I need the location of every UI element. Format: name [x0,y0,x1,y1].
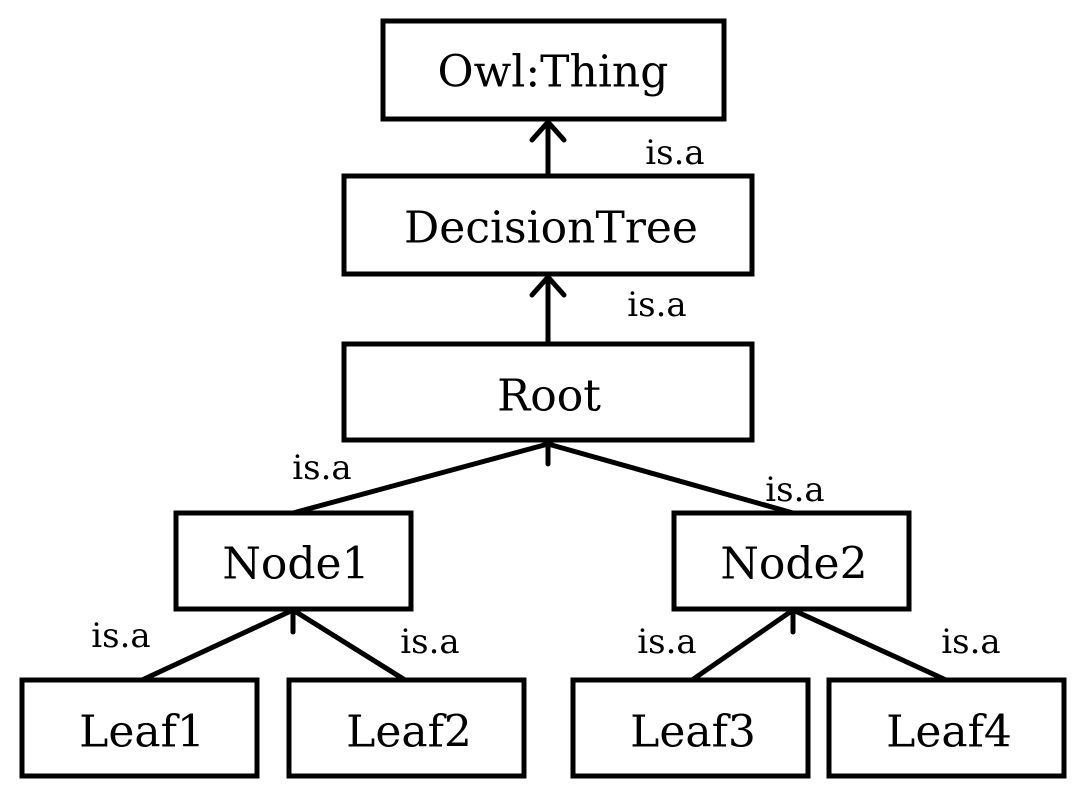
edge-labels: is.a is.a is.a is.a is.a is.a is.a is.a [91,133,1000,662]
edge-label-leaf3-node2: is.a [637,622,696,662]
edge-node1-root [290,441,551,516]
node-box [826,677,1067,779]
edge-node2-root [545,441,796,516]
edge-label-leaf4-node2: is.a [941,622,1000,662]
edge-label-leaf1-node1: is.a [91,616,150,656]
edge-label-node1-root: is.a [292,448,351,488]
node-box [173,510,414,612]
edge-label-decisiontree-owlthing: is.a [645,133,704,173]
edge-leaf3-node2 [689,607,796,683]
node-label-node1: Node1 [222,539,369,590]
node-box [671,510,912,612]
node-label-leaf1: Leaf1 [79,707,205,758]
node-box [570,677,811,779]
node-root: Root [341,341,755,443]
node-label-leaf2: Leaf2 [346,707,472,758]
edge-leaf1-node1 [139,607,296,683]
arrowhead-owlthing [529,119,567,143]
node-label-owl-thing: Owl:Thing [438,47,669,98]
edge-label-leaf2-node1: is.a [400,622,459,662]
node-leaf4: Leaf4 [826,677,1067,779]
node-box [286,677,527,779]
node-node1: Node1 [173,510,414,612]
node-label-leaf3: Leaf3 [630,707,756,758]
node-box [341,341,755,443]
node-label-leaf4: Leaf4 [886,707,1012,758]
arrowhead-decisiontree [529,274,567,298]
node-box [341,173,755,277]
node-box [19,677,260,779]
node-leaf2: Leaf2 [286,677,527,779]
edge-label-root-decisiontree: is.a [627,285,686,325]
edge-leaf4-node2 [790,607,949,683]
node-owl-thing: Owl:Thing [380,18,727,122]
node-leaf1: Leaf1 [19,677,260,779]
node-leaf3: Leaf3 [570,677,811,779]
edge-label-node2-root: is.a [765,470,824,510]
edge-leaf2-node1 [290,607,408,683]
node-label-root: Root [497,371,601,422]
node-decision-tree: DecisionTree [341,173,755,277]
node-label-node2: Node2 [720,539,867,590]
node-label-decision-tree: DecisionTree [404,203,698,254]
node-box [380,18,727,122]
node-node2: Node2 [671,510,912,612]
